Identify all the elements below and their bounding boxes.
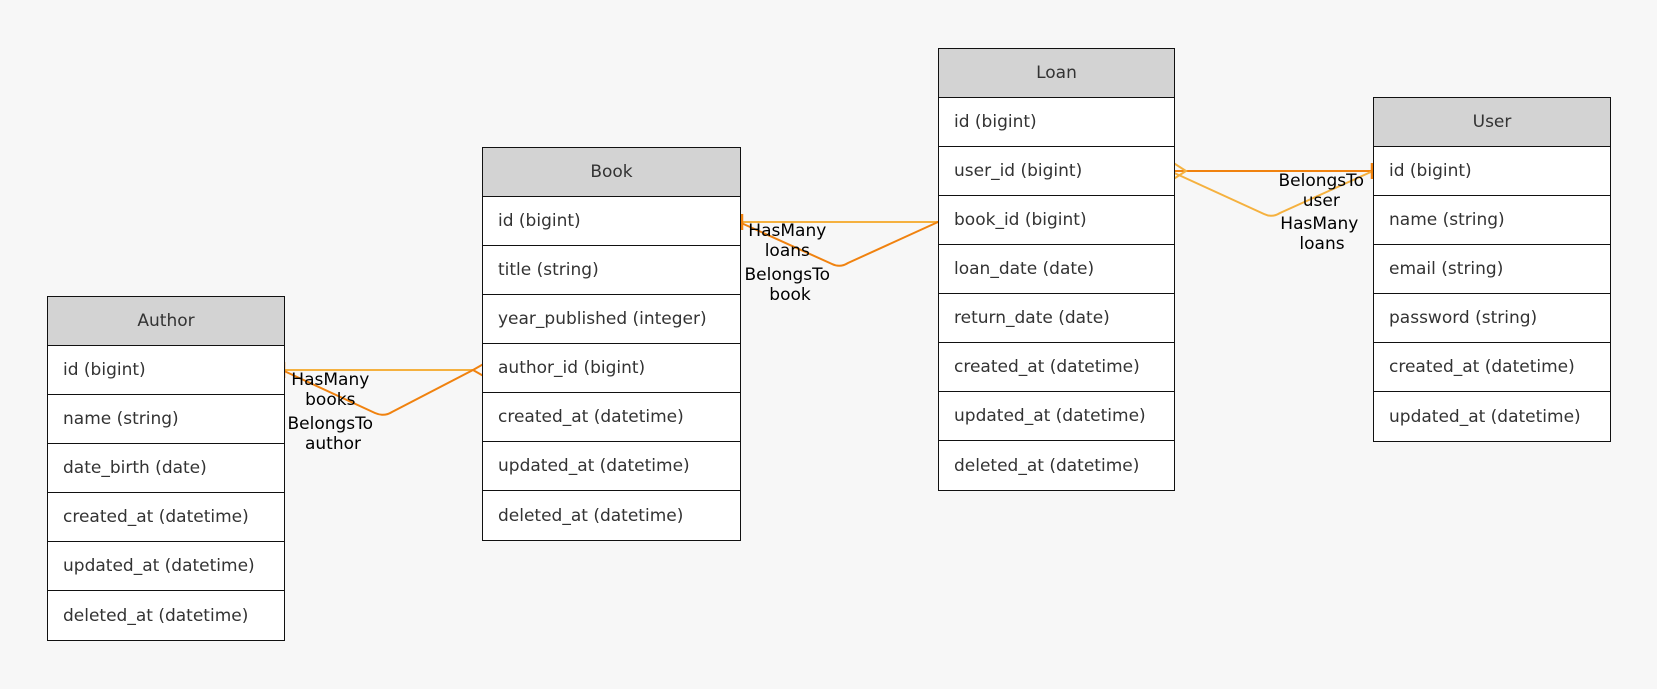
field-row: loan_date (date) bbox=[939, 245, 1174, 294]
crow-foot-icon bbox=[1171, 161, 1188, 181]
field-row: title (string) bbox=[483, 246, 740, 295]
field-row: year_published (integer) bbox=[483, 295, 740, 344]
entity-title: User bbox=[1374, 98, 1610, 147]
field-row: created_at (datetime) bbox=[939, 343, 1174, 392]
field-row: deleted_at (datetime) bbox=[498, 505, 684, 526]
svg-text:HasMany books Belo: HasMany books BelongsTo author bbox=[288, 370, 379, 454]
field-row: user_id (bigint) bbox=[939, 147, 1174, 196]
entity-title: Book bbox=[483, 148, 740, 197]
entity-book: Book id (bigint) title (string) year_pub… bbox=[482, 147, 741, 541]
has-many-label: HasMany bbox=[748, 221, 826, 241]
has-many-label: HasMany bbox=[291, 370, 369, 390]
field-row: updated_at (datetime) bbox=[1389, 406, 1581, 427]
field-row: author_id (bigint) bbox=[483, 344, 740, 393]
field-row: email (string) bbox=[1374, 245, 1610, 294]
field-row: return_date (date) bbox=[939, 294, 1174, 343]
field-row: updated_at (datetime) bbox=[483, 442, 740, 491]
relation-book-loan: HasMany loans BelongsTo book bbox=[738, 213, 953, 305]
belongs-to-target-label: book bbox=[769, 285, 811, 305]
field-row: password (string) bbox=[1374, 294, 1610, 343]
belongs-to-label: BelongsTo bbox=[288, 414, 374, 434]
field-row: deleted_at (datetime) bbox=[954, 455, 1140, 476]
field-row: created_at (datetime) bbox=[48, 493, 284, 542]
field-row: updated_at (datetime) bbox=[939, 392, 1174, 441]
entity-author: Author id (bigint) name (string) date_bi… bbox=[47, 296, 285, 641]
has-many-target-label: loans bbox=[1299, 234, 1344, 254]
field-row: id (bigint) bbox=[483, 197, 740, 246]
belongs-to-book-edge bbox=[738, 221, 939, 267]
belongs-to-target-label: user bbox=[1303, 191, 1340, 211]
entity-title: Loan bbox=[939, 49, 1174, 98]
relation-author-book: HasMany books BelongsTo author bbox=[281, 361, 488, 454]
relation-user-loan: BelongsTo user HasMany loans bbox=[1169, 161, 1374, 254]
entity-title: Author bbox=[48, 297, 284, 346]
belongs-to-label: BelongsTo bbox=[745, 265, 831, 285]
field-row: id (bigint) bbox=[939, 98, 1174, 147]
svg-text:BelongsTo user Has: BelongsTo user HasMany loans bbox=[1279, 171, 1370, 254]
field-row: created_at (datetime) bbox=[1374, 343, 1610, 392]
field-row: created_at (datetime) bbox=[483, 393, 740, 442]
has-many-loans-edge bbox=[1169, 170, 1374, 217]
has-many-target-label: books bbox=[305, 390, 355, 410]
belongs-to-target-label: author bbox=[305, 434, 361, 454]
field-row: deleted_at (datetime) bbox=[63, 605, 249, 626]
belongs-to-label: BelongsTo bbox=[1279, 171, 1365, 191]
field-row: name (string) bbox=[1374, 196, 1610, 245]
field-row: name (string) bbox=[48, 395, 284, 444]
field-row: date_birth (date) bbox=[48, 444, 284, 493]
belongs-to-author-edge bbox=[281, 369, 474, 416]
has-many-target-label: loans bbox=[765, 241, 810, 261]
entity-loan: Loan id (bigint) user_id (bigint) book_i… bbox=[938, 48, 1175, 491]
field-row: id (bigint) bbox=[48, 346, 284, 395]
entity-user: User id (bigint) name (string) email (st… bbox=[1373, 97, 1611, 442]
field-row: id (bigint) bbox=[1374, 147, 1610, 196]
field-row: book_id (bigint) bbox=[939, 196, 1174, 245]
svg-text:HasMany loans Belo: HasMany loans BelongsTo book bbox=[745, 221, 836, 305]
has-many-label: HasMany bbox=[1280, 214, 1358, 234]
field-row: updated_at (datetime) bbox=[48, 542, 284, 591]
